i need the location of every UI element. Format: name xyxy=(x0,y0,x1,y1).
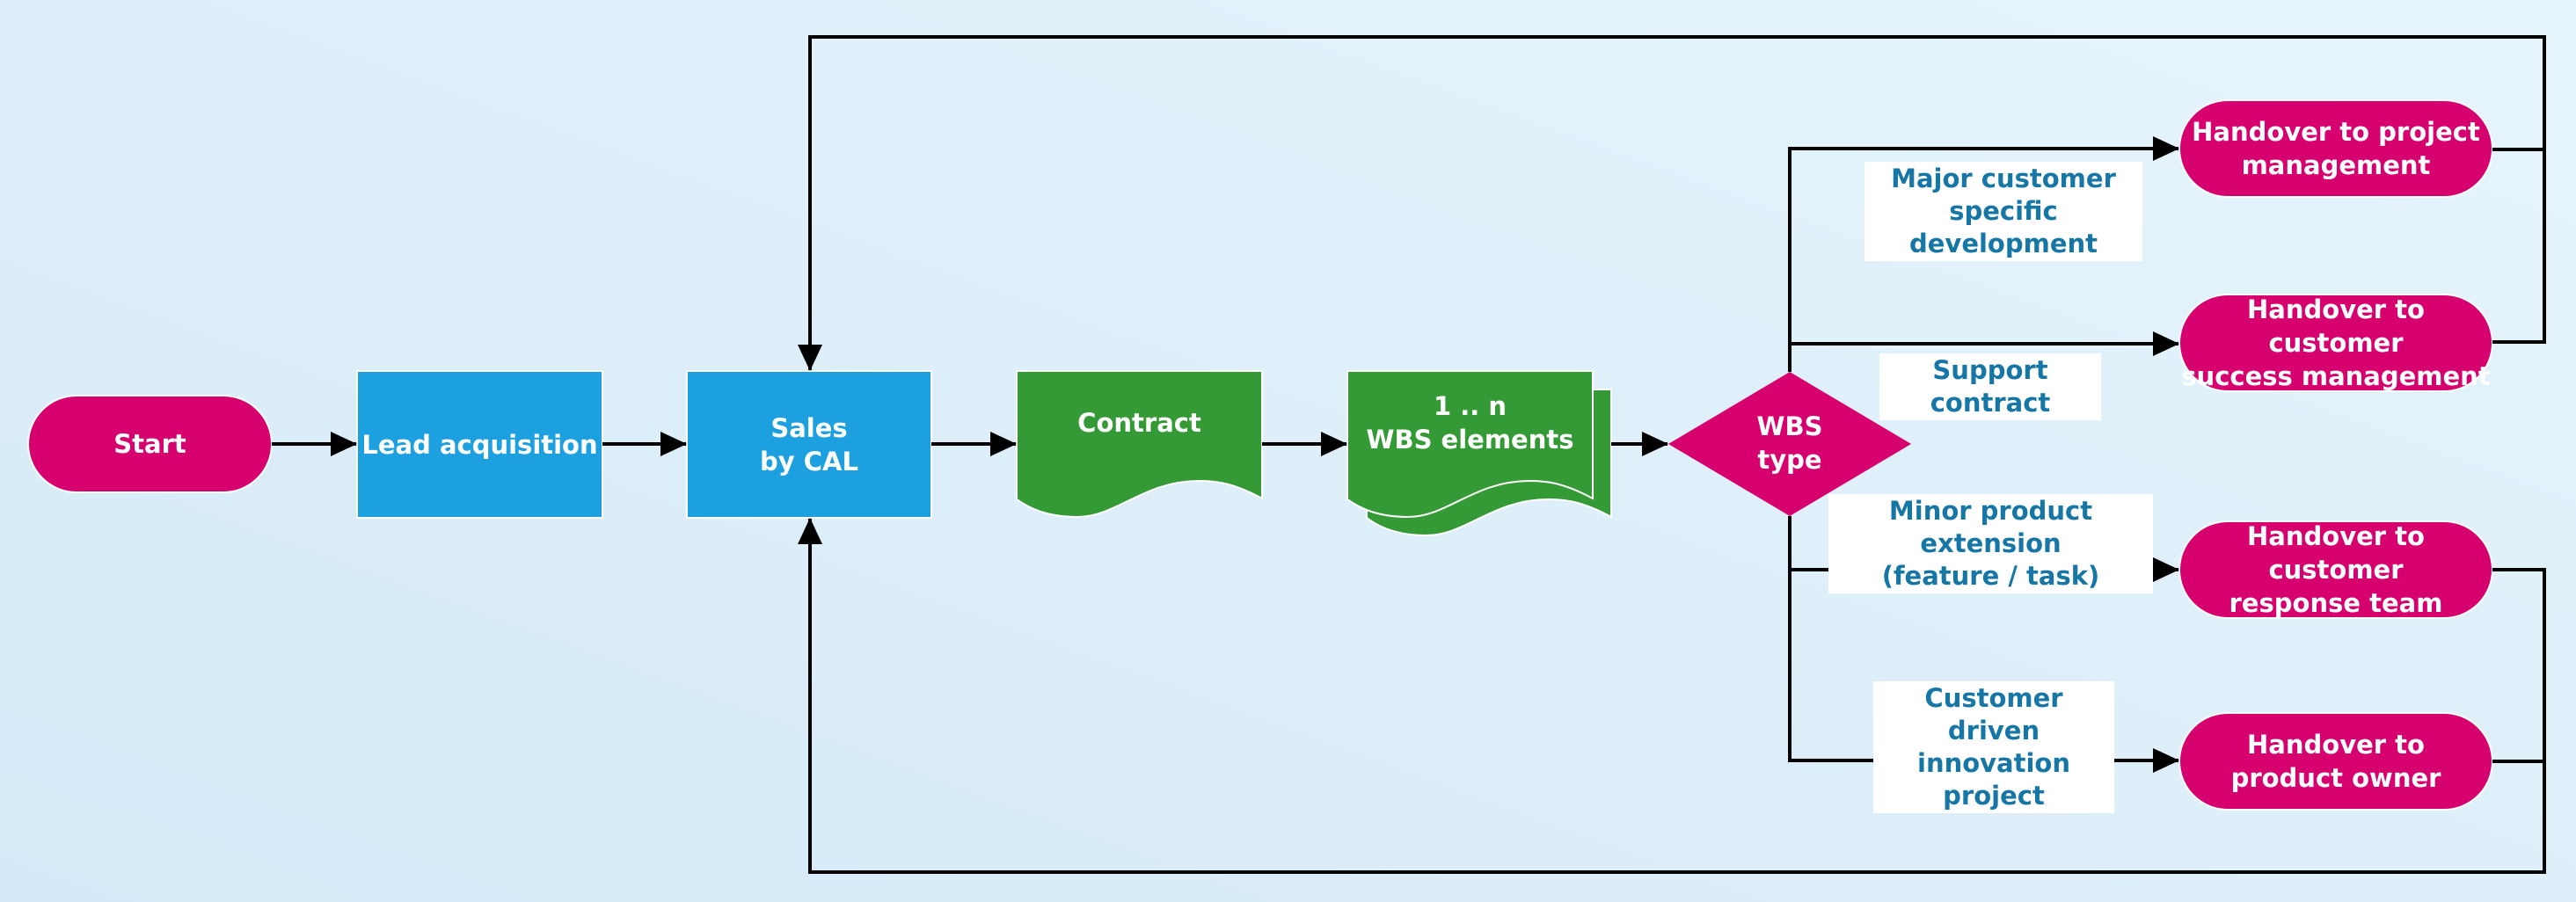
handover-csm-terminal xyxy=(2178,294,2493,392)
edge-label-minor: Minor product extension (feature / task) xyxy=(1828,494,2153,593)
edge-label-major: Major customer specific development xyxy=(1864,162,2142,261)
contract-document xyxy=(1016,370,1263,519)
sales-by-cal-process xyxy=(686,370,932,519)
handover-po-terminal xyxy=(2178,712,2493,811)
wbs-type-decision xyxy=(1668,372,1911,516)
edge-csm-loop xyxy=(798,35,2546,371)
edge-label-innovation: Customer driven innovation project xyxy=(1873,681,2114,813)
start-terminal xyxy=(27,395,273,493)
handover-crt-terminal xyxy=(2178,520,2493,619)
wbs-document-front xyxy=(1346,370,1594,519)
lead-acquisition-process xyxy=(356,370,603,519)
edge-label-support: Support contract xyxy=(1879,353,2101,420)
handover-pm-terminal xyxy=(2178,99,2493,198)
